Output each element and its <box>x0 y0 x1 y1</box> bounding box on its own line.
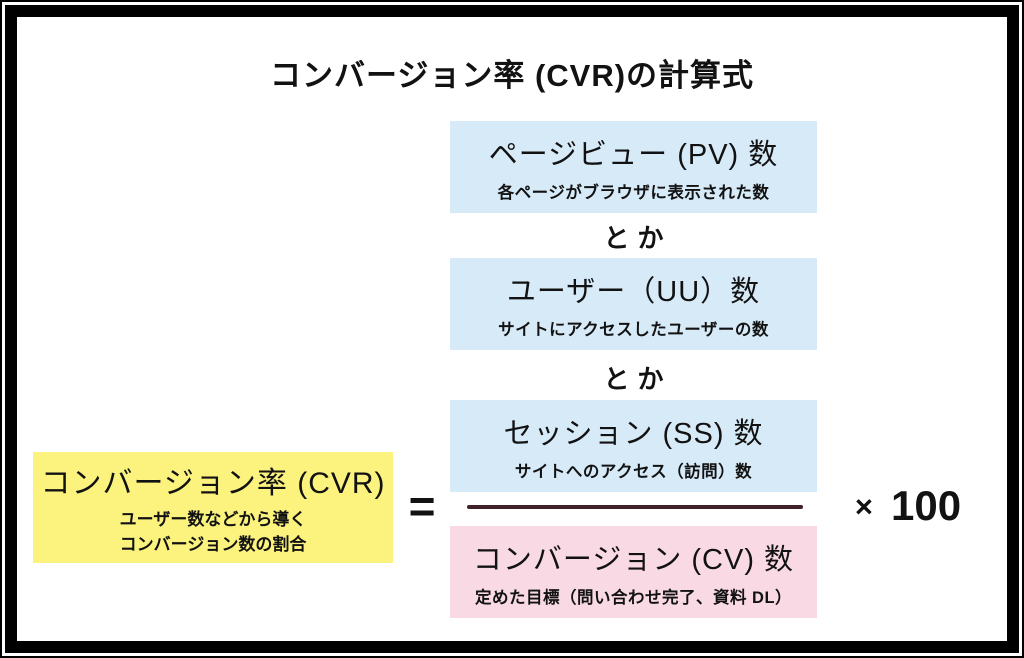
cvr-result-desc-line2: コンバージョン数の割合 <box>119 535 307 554</box>
session-desc: サイトへのアクセス（訪問）数 <box>514 463 753 481</box>
multiplier-group: × 100 <box>826 480 990 532</box>
multiplier-value: 100 <box>891 482 962 529</box>
session-box: セッション (SS) 数 サイトへのアクセス（訪問）数 <box>450 400 817 492</box>
fraction-bar <box>467 505 803 509</box>
user-label: ユーザー（UU）数 <box>506 276 761 308</box>
conversion-label: コンバージョン (CV) 数 <box>472 544 795 576</box>
user-desc: サイトにアクセスしたユーザーの数 <box>498 321 769 339</box>
times-symbol: × <box>854 488 874 524</box>
pageview-box: ページビュー (PV) 数 各ページがブラウザに表示された数 <box>450 121 817 213</box>
user-box: ユーザー（UU）数 サイトにアクセスしたユーザーの数 <box>450 258 817 350</box>
cvr-result-label: コンバージョン率 (CVR) <box>40 466 386 500</box>
conversion-desc: 定めた目標（問い合わせ完了、資料 DL） <box>474 589 793 607</box>
equals-sign: = <box>408 480 436 532</box>
or-text-2: とか <box>603 363 672 394</box>
or-text-1: とか <box>603 222 672 253</box>
page-title: コンバージョン率 (CVR)の計算式 <box>269 58 755 93</box>
cvr-result-desc-line1: ユーザー数などから導く <box>119 509 307 529</box>
cvr-result-box: コンバージョン率 (CVR) ユーザー数などから導く コンバージョン数の割合 <box>33 452 393 563</box>
conversion-box: コンバージョン (CV) 数 定めた目標（問い合わせ完了、資料 DL） <box>450 526 817 618</box>
session-label: セッション (SS) 数 <box>503 418 764 450</box>
pageview-desc: 各ページがブラウザに表示された数 <box>497 184 770 202</box>
pageview-label: ページビュー (PV) 数 <box>488 139 779 171</box>
